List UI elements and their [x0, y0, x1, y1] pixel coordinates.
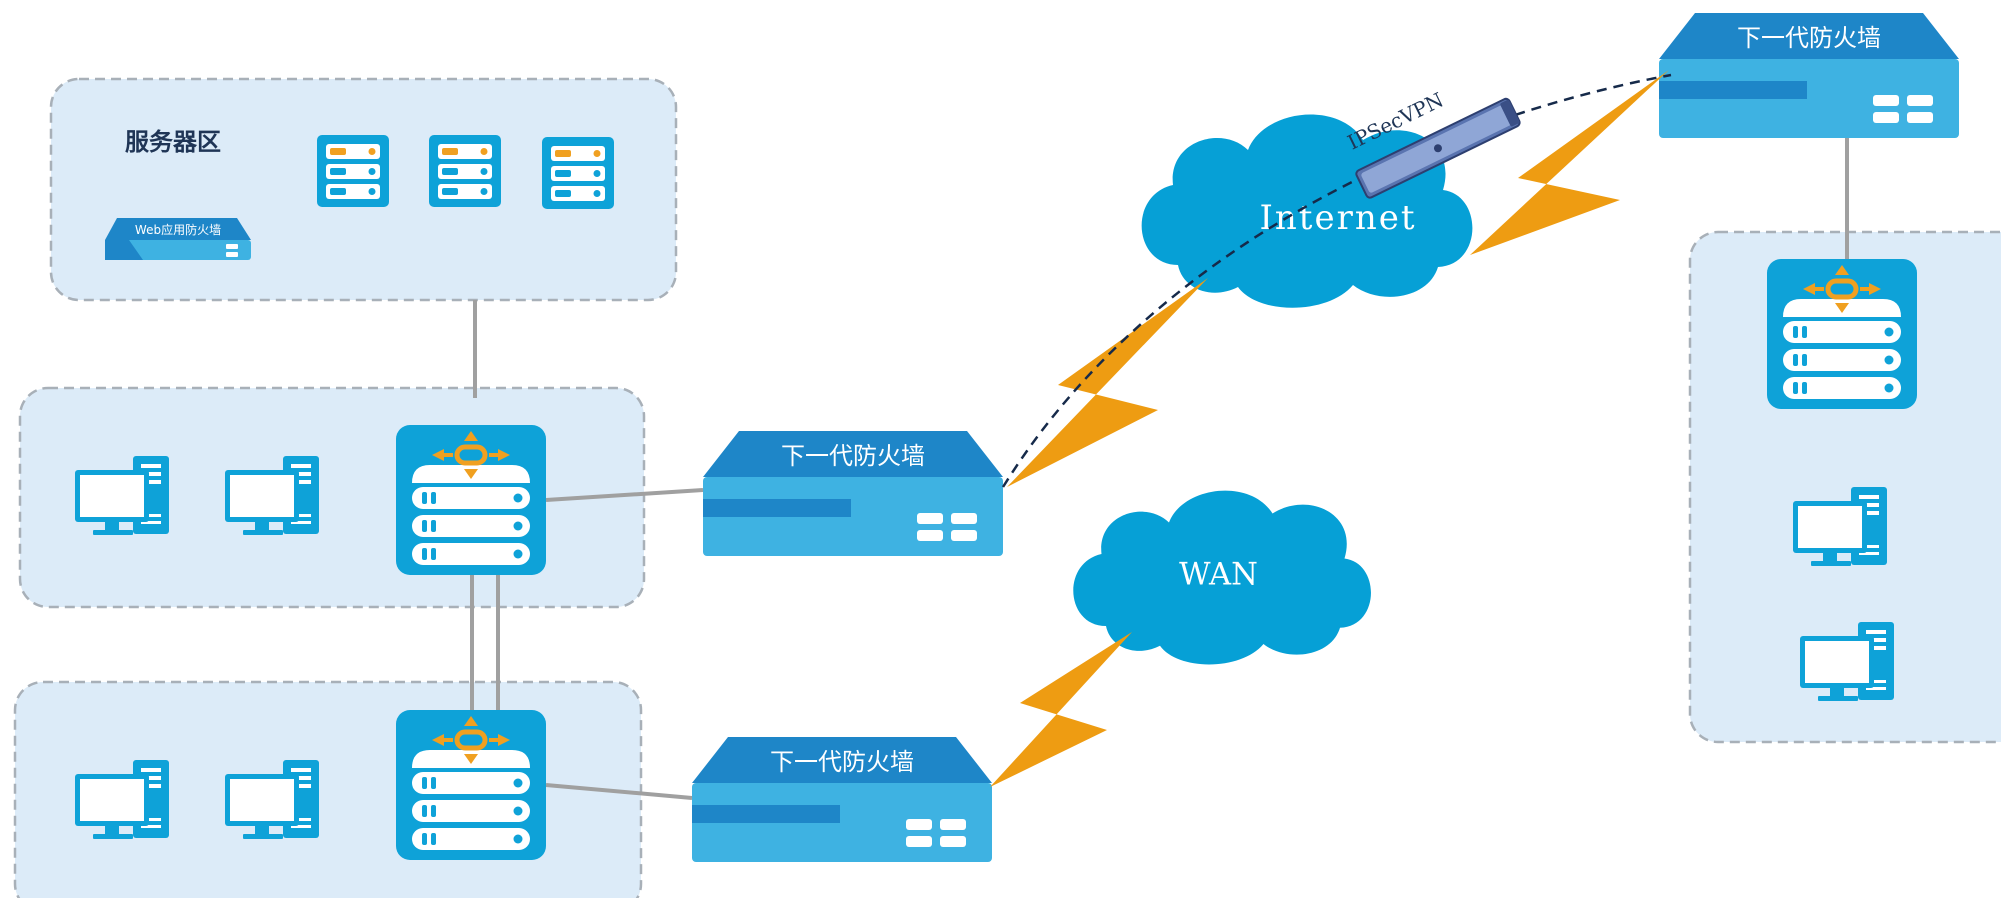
lightning-bolt-icon — [1007, 278, 1208, 487]
firewall-bottom: 下一代防火墙 — [692, 737, 992, 862]
wan-label: WAN — [1179, 558, 1258, 593]
link-switch-b-to-firewall-bottom — [545, 783, 693, 800]
internet-label: Internet — [1259, 198, 1416, 238]
firewall-top-right: 下一代防火墙 — [1659, 13, 1959, 138]
firewall-bottom-label: 下一代防火墙 — [770, 748, 914, 776]
firewall-middle-label: 下一代防火墙 — [781, 442, 925, 470]
vpn-dashed-link — [1001, 73, 1672, 488]
lightning-bolt-icon — [1470, 70, 1669, 255]
server-icon — [542, 137, 614, 209]
switch-icon — [396, 710, 546, 860]
server-icon — [317, 135, 389, 207]
firewall-middle: 下一代防火墙 — [703, 431, 1003, 556]
switch-icon — [396, 425, 546, 575]
firewall-top-right-label: 下一代防火墙 — [1737, 24, 1881, 52]
lightning-bolt-icon — [990, 632, 1132, 787]
server-zone-title: 服务器区 — [125, 128, 221, 156]
link-switch-a-to-firewall-middle — [545, 488, 704, 502]
vpn-tunnel-icon — [1355, 97, 1521, 199]
waf-label: Web应用防火墙 — [135, 222, 221, 237]
server-icon — [429, 135, 501, 207]
wan-cloud: WAN — [1073, 490, 1371, 665]
switch-icon — [1767, 259, 1917, 409]
web-application-firewall-icon: Web应用防火墙 — [105, 218, 251, 260]
